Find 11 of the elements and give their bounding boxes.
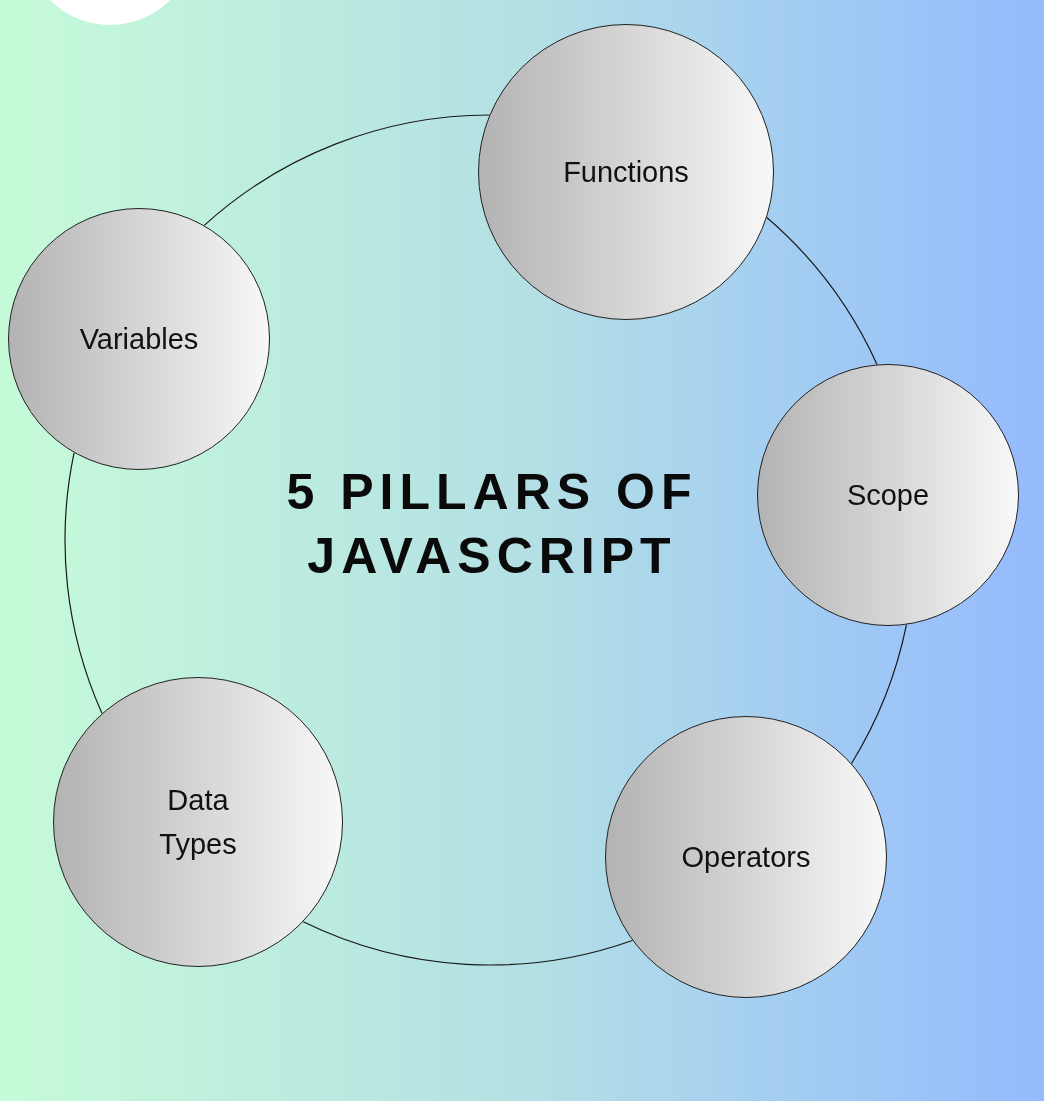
topic-label: Functions: [563, 155, 689, 190]
topic-label: Scope: [846, 478, 930, 513]
connector-arc: [850, 624, 908, 765]
diagram-title: 5 PILLARS OF JAVASCRIPT: [285, 463, 699, 586]
connector-arc: [203, 114, 491, 226]
connector-arc: [64, 452, 103, 714]
connector-arc: [766, 216, 878, 366]
connector-arc: [302, 921, 633, 966]
topic-label: Data Types: [158, 783, 238, 862]
topic-label: Variables: [79, 322, 199, 357]
topic-label: Operators: [681, 840, 811, 875]
